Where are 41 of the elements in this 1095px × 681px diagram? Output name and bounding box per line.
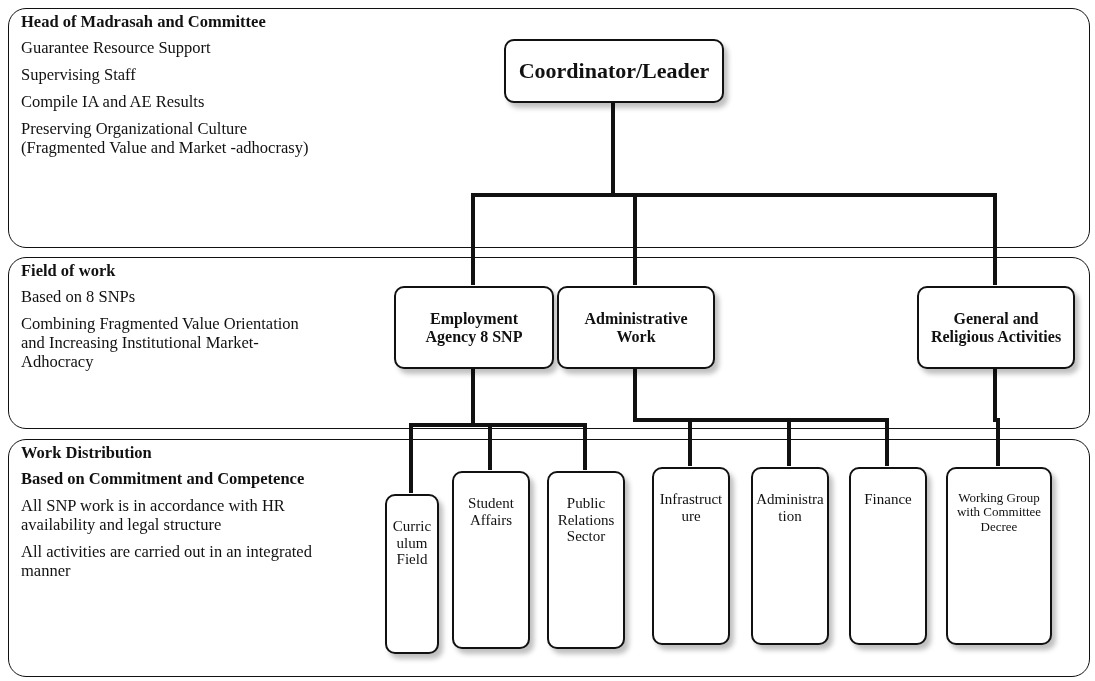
box-label: Coordinator/Leader bbox=[518, 58, 710, 84]
box-label: Public Relations Sector bbox=[556, 495, 616, 545]
org-box bbox=[917, 286, 1075, 369]
section-text: Supervising Staff bbox=[21, 65, 137, 85]
org-box bbox=[849, 467, 927, 645]
org-box bbox=[452, 471, 530, 649]
section-text: All SNP work is in accordance with HR availability and legal structure bbox=[21, 496, 286, 535]
section-text: All activities are carried out in an integrated manner bbox=[21, 542, 313, 581]
section-text: Compile IA and AE Results bbox=[21, 92, 206, 112]
org-box bbox=[557, 286, 715, 369]
org-box bbox=[652, 467, 730, 645]
section-heading: Head of Madrasah and Committee bbox=[21, 13, 267, 32]
org-box bbox=[946, 467, 1052, 645]
box-label: Employment Agency 8 SNP bbox=[424, 309, 524, 346]
org-box bbox=[547, 471, 625, 649]
section-heading: Field of work bbox=[21, 262, 117, 281]
org-box bbox=[504, 39, 724, 103]
connector-line bbox=[471, 368, 587, 470]
section-text: Combining Fragmented Value Orientation and Increasing Institutional Market-Adhocracy bbox=[21, 314, 300, 372]
connector-line bbox=[993, 368, 1000, 466]
section-heading: Work Distribution bbox=[21, 444, 153, 463]
section-band bbox=[8, 8, 1090, 248]
box-label: Working Group with Committee Decree bbox=[955, 491, 1043, 534]
box-label: Administration bbox=[756, 491, 824, 524]
connector-line bbox=[633, 368, 889, 466]
box-label: Finance bbox=[864, 491, 912, 508]
org-box bbox=[385, 494, 439, 654]
box-label: General and Religious Activities bbox=[929, 309, 1063, 346]
section-text: Preserving Organizational Culture (Fragmented Value and Market -adhocrasy) bbox=[21, 119, 310, 158]
org-box bbox=[751, 467, 829, 645]
section-text: Based on 8 SNPs bbox=[21, 287, 137, 307]
box-label: Curriculum Field bbox=[391, 518, 433, 568]
section-band bbox=[8, 257, 1090, 429]
section-text: Guarantee Resource Support bbox=[21, 38, 212, 58]
box-label: Administrative Work bbox=[583, 309, 689, 346]
org-box bbox=[394, 286, 554, 369]
box-label: Student Affairs bbox=[467, 495, 515, 528]
section-band bbox=[8, 439, 1090, 677]
connector-line bbox=[611, 102, 997, 285]
box-label: Infrastructure bbox=[658, 491, 724, 524]
section-heading: Based on Commitment and Competence bbox=[21, 469, 306, 489]
